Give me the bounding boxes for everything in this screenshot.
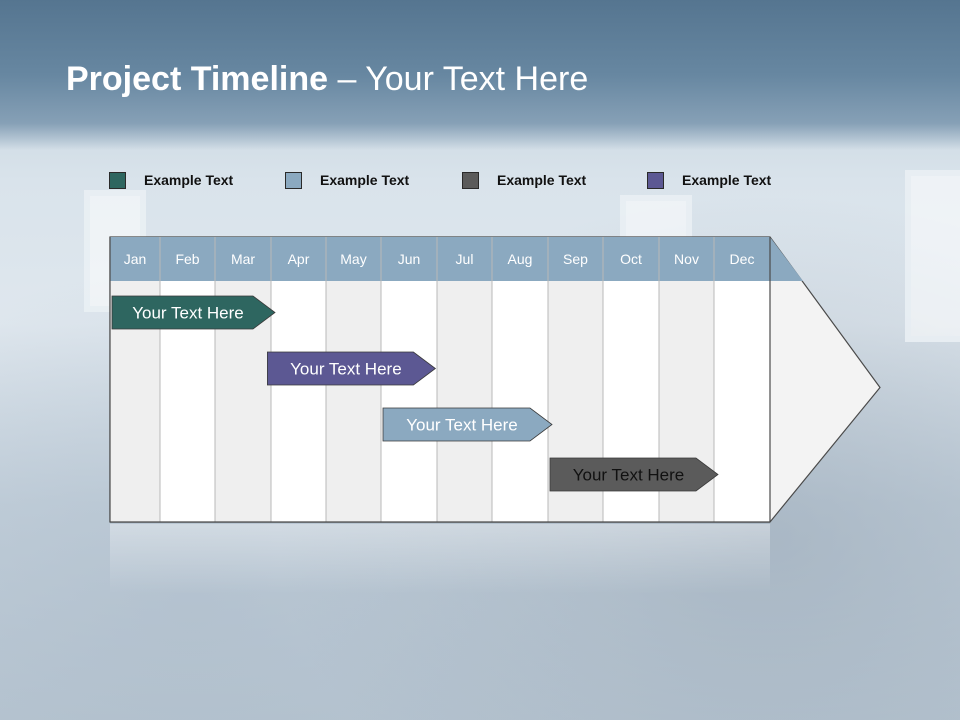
month-label: Mar [231, 251, 255, 267]
month-column [437, 281, 492, 522]
month-label: Dec [730, 251, 755, 267]
month-label: Jun [398, 251, 421, 267]
title-rest: – Your Text Here [328, 60, 589, 98]
task-label: Your Text Here [290, 360, 402, 379]
title-band [0, 0, 960, 150]
legend-item: Example Text [647, 170, 771, 190]
task-arrow [111, 295, 276, 330]
month-column [271, 281, 326, 522]
slide-title: Project Timeline – Your Text Here [66, 60, 588, 99]
month-label: Jul [456, 251, 474, 267]
month-column [381, 281, 437, 522]
legend-label: Example Text [682, 172, 772, 188]
task-label: Your Text Here [132, 304, 244, 323]
task-arrow [382, 407, 553, 442]
task-label: Your Text Here [573, 466, 685, 485]
month-column [492, 281, 548, 522]
legend-item: Example Text [285, 170, 409, 190]
month-label: Feb [175, 251, 199, 267]
legend-swatch [462, 171, 479, 189]
task-arrow [549, 457, 719, 492]
task-label: Your Text Here [406, 416, 518, 435]
timeline-reflection [110, 524, 770, 594]
month-label: Jan [124, 251, 147, 267]
legend-swatch [285, 171, 302, 189]
legend-item: Example Text [109, 170, 233, 190]
legend-label: Example Text [497, 172, 587, 188]
legend-swatch [109, 171, 126, 189]
task-arrow [266, 351, 437, 386]
month-column [326, 281, 381, 522]
month-label: Apr [288, 251, 310, 267]
month-label: May [340, 251, 366, 267]
month-column [714, 281, 770, 522]
title-bold: Project Timeline [66, 60, 329, 98]
legend-label: Example Text [144, 172, 234, 188]
month-label: Sep [563, 251, 588, 267]
legend-swatch [647, 171, 664, 189]
month-label: Aug [508, 251, 533, 267]
legend-label: Example Text [320, 172, 410, 188]
month-header-band [110, 237, 770, 281]
month-label: Oct [620, 251, 642, 267]
legend-item: Example Text [462, 170, 586, 190]
background-window [905, 170, 960, 342]
month-label: Nov [674, 251, 699, 267]
header-tip-fill [770, 237, 803, 281]
